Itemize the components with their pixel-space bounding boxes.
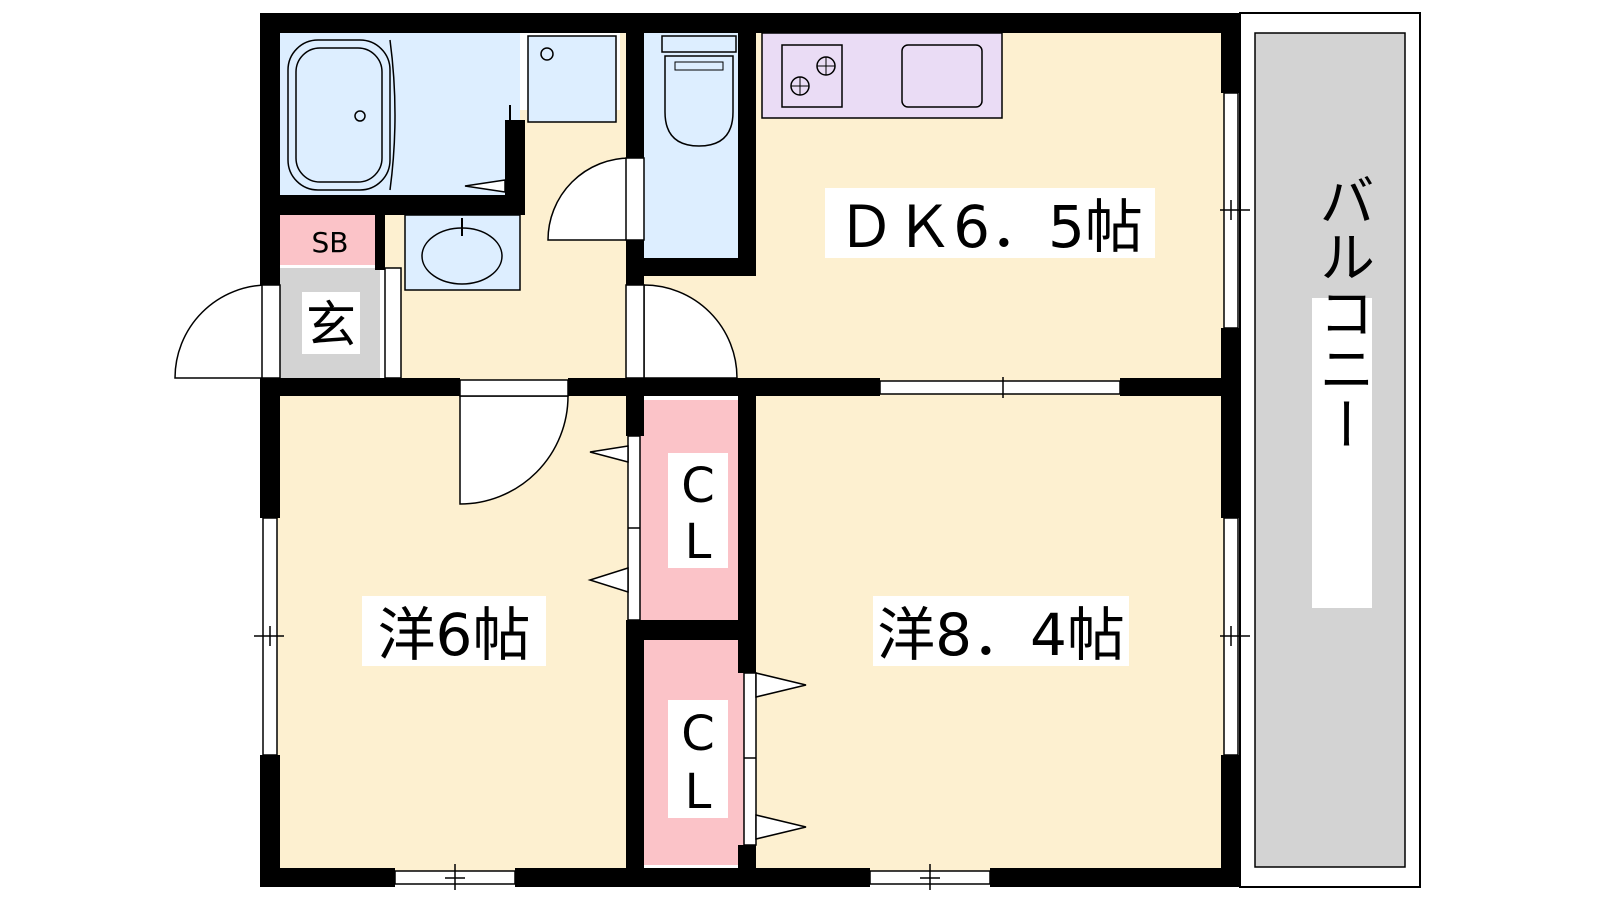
stove-icon	[781, 44, 843, 108]
closet-lower-label-bottom: L	[685, 764, 712, 820]
closet-upper-label-bg	[668, 453, 728, 568]
shoe-box-label: SB	[312, 226, 349, 259]
washing-machine-icon	[527, 35, 617, 123]
entrance-door	[174, 284, 281, 379]
closet-upper-door	[587, 435, 641, 621]
entrance-label-bg	[302, 292, 360, 354]
washbasin-icon	[421, 218, 503, 285]
balcony-label-bg	[1312, 298, 1372, 608]
room-east-label: 洋8．4帖	[877, 601, 1125, 669]
closet-upper-label-top: C	[681, 458, 715, 514]
walls	[260, 13, 1241, 887]
toilet-door	[547, 157, 645, 241]
closet-upper-label-bottom: L	[685, 514, 712, 570]
bathtub-icon	[287, 39, 396, 191]
closet-lower-label-top: C	[681, 706, 715, 762]
room-west-door	[459, 379, 569, 505]
window-marks	[254, 200, 1250, 890]
entrance-label: 玄	[306, 296, 356, 354]
dk-label: ＤＫ6．5帖	[837, 193, 1143, 261]
balcony-label: バルコニー	[1310, 172, 1375, 452]
room-west-label: 洋6帖	[378, 601, 531, 669]
room-west-label-bg	[362, 596, 546, 666]
closet-lower-door	[743, 672, 807, 846]
entrance-step	[384, 267, 402, 379]
dk-label-bg	[825, 188, 1155, 258]
room-east-label-bg	[873, 596, 1129, 666]
toilet-icon	[661, 35, 737, 147]
shoe-box-floor	[280, 215, 380, 265]
closet-lower-label-bg	[668, 700, 728, 818]
dk-door	[625, 284, 738, 379]
sink-icon	[901, 44, 983, 108]
